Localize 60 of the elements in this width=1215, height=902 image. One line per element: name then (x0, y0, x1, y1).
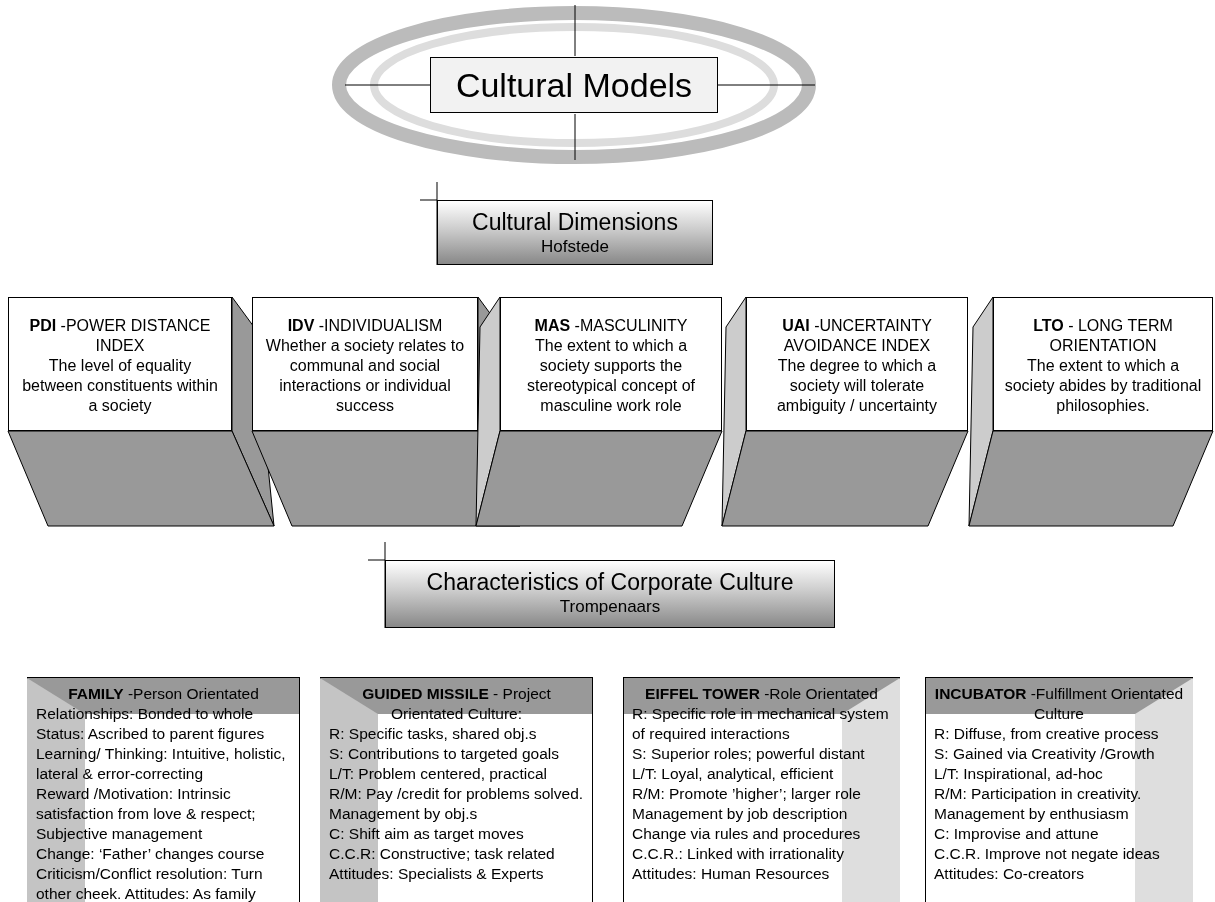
characteristic-text: R: Specific role in mechanical system of required interactions (632, 704, 890, 744)
characteristic-text: C.C.R. Improve not negate ideas (934, 844, 1161, 864)
characteristic-text: S: Superior roles; powerful distant (632, 744, 866, 764)
dimension-box (252, 297, 478, 431)
characteristic-text: Attitudes: Co-creators (934, 864, 1085, 884)
characteristic-text: L/T: Problem centered, practical (329, 764, 548, 784)
dimension-heading: IDV -INDIVIDUALISM (286, 316, 444, 336)
heading-text: Cultural Models (454, 65, 694, 106)
characteristic-text: S: Gained via Creativity /Growth (934, 744, 1156, 764)
culture-type-box (925, 677, 1193, 902)
characteristic-text: Criticism/Conflict resolution: Turn other cheek. Attitudes: As family (36, 864, 264, 902)
characteristic-text: Learning/ Thinking: Intuitive, holistic, lateral & error-correcting (36, 744, 287, 784)
characteristic-text: Management by enthusiasm (934, 804, 1130, 824)
characteristic-text: R/M: Pay /credit for problems solved. Management by obj.s (329, 784, 584, 824)
dimension-heading: LTO - LONG TERM ORIENTATION (1032, 316, 1174, 356)
characteristic-text: Management by job description (632, 804, 849, 824)
characteristic-text: Status: Ascribed to parent figures (36, 724, 266, 744)
section-heading: Characteristics of Corporate Culture (425, 569, 795, 596)
dimension-box (500, 297, 722, 431)
source-name: Hofstede (539, 236, 610, 258)
characteristic-text: Attitudes: Specialists & Experts (329, 864, 545, 884)
section-header-box (385, 560, 835, 628)
characteristic-text: Reward /Motivation: Intrinsic satisfaction from love & respect; Subjective management (36, 784, 257, 844)
section-header-box (437, 200, 713, 265)
dimension-box (993, 297, 1213, 431)
dimension-box (746, 297, 968, 431)
culture-type-box (27, 677, 300, 902)
characteristic-text: R: Specific tasks, shared obj.s (329, 724, 538, 744)
culture-heading: GUIDED MISSILE - Project Orientated Culture: (361, 684, 552, 724)
characteristic-text: C.C.R.: Linked with irrationality (632, 844, 845, 864)
culture-heading: EIFFEL TOWER -Role Orientated (644, 684, 879, 704)
dimension-heading: MAS -MASCULINITY (533, 316, 689, 336)
characteristic-text: L/T: Loyal, analytical, efficient (632, 764, 835, 784)
dimension-box (8, 297, 232, 431)
characteristic-text: Change via rules and procedures (632, 824, 862, 844)
source-name: Trompenaars (558, 596, 662, 618)
dimension-description: The level of equality between constituents within a society (21, 356, 219, 416)
culture-heading: FAMILY -Person Orientated (67, 684, 260, 704)
characteristic-text: Change: ‘Father’ changes course (36, 844, 266, 864)
characteristic-text: R/M: Promote ’higher’; larger role (632, 784, 862, 804)
title-box (430, 57, 718, 113)
dimension-description: The extent to which a society supports the stereotypical concept of masculine work role (525, 336, 697, 416)
section-heading: Cultural Dimensions (471, 209, 679, 236)
dimension-heading: UAI -UNCERTAINTY AVOIDANCE INDEX (781, 316, 933, 356)
culture-type-box (623, 677, 900, 902)
characteristic-text: C: Shift aim as target moves (329, 824, 525, 844)
dimension-description: The degree to which a society will tolerate ambiguity / uncertainty (775, 356, 939, 416)
culture-type-box (320, 677, 593, 902)
characteristic-text: L/T: Inspirational, ad-hoc (934, 764, 1104, 784)
characteristic-text: Relationships: Bonded to whole (36, 704, 255, 724)
dimension-description: The extent to which a society abides by traditional philosophies. (1003, 356, 1203, 416)
culture-heading: INCUBATOR -Fulfillment Orientated Culture (934, 684, 1184, 724)
dimension-description: Whether a society relates to communal and social interactions or individual success (264, 336, 466, 416)
characteristic-text: S: Contributions to targeted goals (329, 744, 561, 764)
characteristic-text: R: Diffuse, from creative process (934, 724, 1160, 744)
characteristic-text: C: Improvise and attune (934, 824, 1100, 844)
dimension-heading: PDI -POWER DISTANCE INDEX (28, 316, 212, 356)
characteristic-text: C.C.R: Constructive; task related (329, 844, 556, 864)
characteristic-text: Attitudes: Human Resources (632, 864, 831, 884)
characteristic-text: R/M: Participation in creativity. (934, 784, 1143, 804)
